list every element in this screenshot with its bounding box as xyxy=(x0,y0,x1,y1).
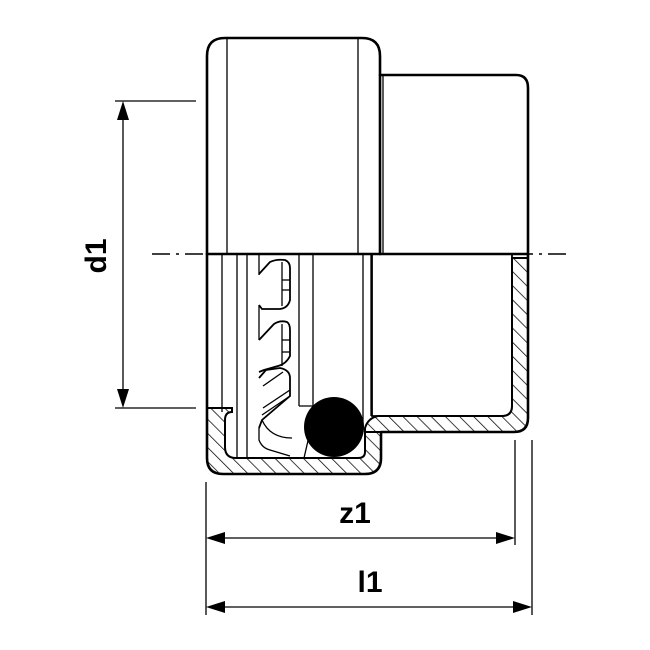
z1-label: z1 xyxy=(339,497,371,530)
l1-label: l1 xyxy=(357,566,382,599)
grip-ring-teeth xyxy=(258,258,291,429)
dimension-l1: l1 xyxy=(206,440,533,615)
dimension-d1: d1 xyxy=(80,100,196,409)
l1-arrow-left-icon xyxy=(206,601,225,613)
d1-label: d1 xyxy=(80,238,113,273)
o-ring xyxy=(304,397,364,457)
spigot-bore-outline xyxy=(371,254,513,417)
section-view-lower-half xyxy=(205,252,530,476)
spigot-outline xyxy=(378,73,530,256)
spigot-wall-section xyxy=(364,257,529,433)
d1-arrow-top-icon xyxy=(117,101,129,120)
grip-tooth-2 xyxy=(258,320,291,373)
grip-tooth-1 xyxy=(258,258,291,310)
grip-tooth-3-detail-c xyxy=(261,395,291,416)
body-outline-large xyxy=(205,36,382,256)
grip-tooth-3-detail-b xyxy=(262,389,291,409)
grip-tooth-3 xyxy=(258,367,291,429)
dimension-z1: z1 xyxy=(205,440,516,615)
z1-arrow-right-icon xyxy=(496,532,515,544)
z1-arrow-left-icon xyxy=(206,532,225,544)
l1-arrow-right-icon xyxy=(513,601,532,613)
exterior-view-upper-half xyxy=(205,36,530,256)
grip-tooth-3-detail-a xyxy=(262,371,284,387)
sleeve-curve xyxy=(258,428,291,457)
sleeve-lower-curve xyxy=(261,419,293,439)
body-section-outline xyxy=(205,252,530,476)
d1-arrow-bottom-icon xyxy=(117,389,129,408)
